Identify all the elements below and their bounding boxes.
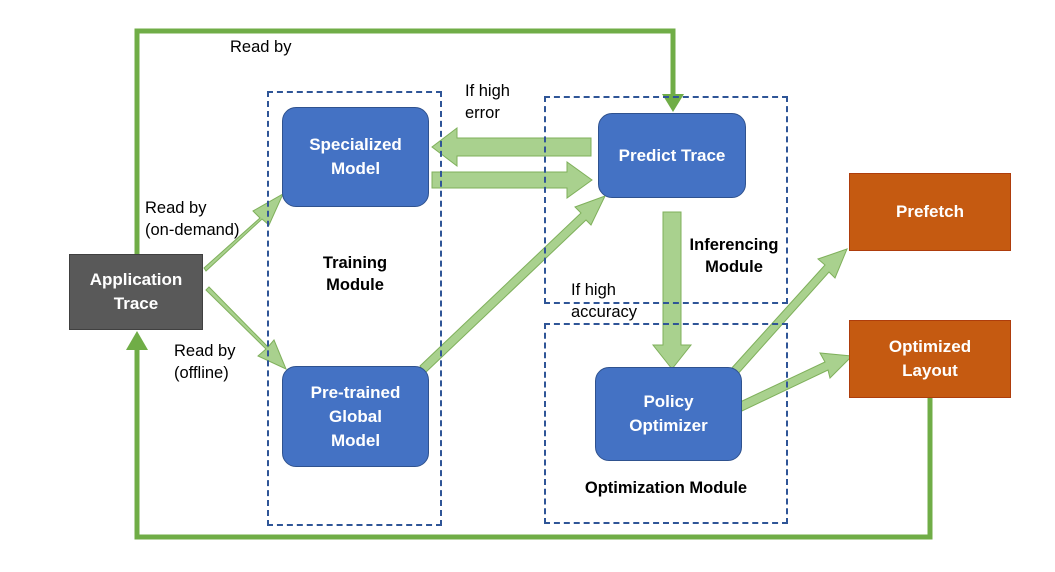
arrow-app-to-pretrained	[205, 286, 287, 370]
arrow-predict-to-policy	[651, 211, 693, 370]
arrow-specialized-to-predict	[431, 161, 593, 199]
optimization-module-label: Optimization Module	[584, 479, 748, 497]
if-high-accuracy-label: If high accuracy	[571, 281, 638, 321]
optimization-module-boundary	[544, 323, 788, 524]
arrow-predict-to-specialized	[431, 126, 592, 168]
loop-arrowhead-predict	[662, 94, 684, 112]
specialized-model-node: Specialized Model	[282, 107, 429, 207]
arrow-policy-to-layout	[737, 352, 854, 412]
training-module-boundary	[267, 91, 442, 526]
loop-line-bottom	[134, 345, 933, 540]
predict-trace-node: Predict Trace	[598, 113, 746, 198]
prefetch-node: Prefetch	[849, 173, 1011, 251]
read-by-on-demand-label: Read by (on-demand)	[145, 199, 240, 239]
arrow-policy-to-prefetch	[729, 248, 848, 377]
inferencing-module-boundary	[544, 96, 788, 304]
if-high-error-label: If high error	[465, 82, 510, 122]
policy-optimizer-node: Policy Optimizer	[595, 367, 742, 461]
read-by-top-label: Read by	[230, 38, 292, 56]
read-by-offline-label: Read by (offline)	[174, 342, 236, 382]
inferencing-module-label: Inferencing Module	[689, 236, 779, 276]
training-module-label: Training Module	[322, 254, 388, 294]
optimized-layout-node: Optimized Layout	[849, 320, 1011, 398]
loop-line-top	[134, 28, 676, 254]
loop-arrowhead-application	[126, 331, 148, 350]
application-trace-node: Application Trace	[69, 254, 203, 330]
pretrained-global-model-node: Pre-trained Global Model	[282, 366, 429, 467]
arrow-pretrained-to-predict	[419, 195, 606, 374]
arrow-app-to-specialized	[203, 192, 285, 272]
